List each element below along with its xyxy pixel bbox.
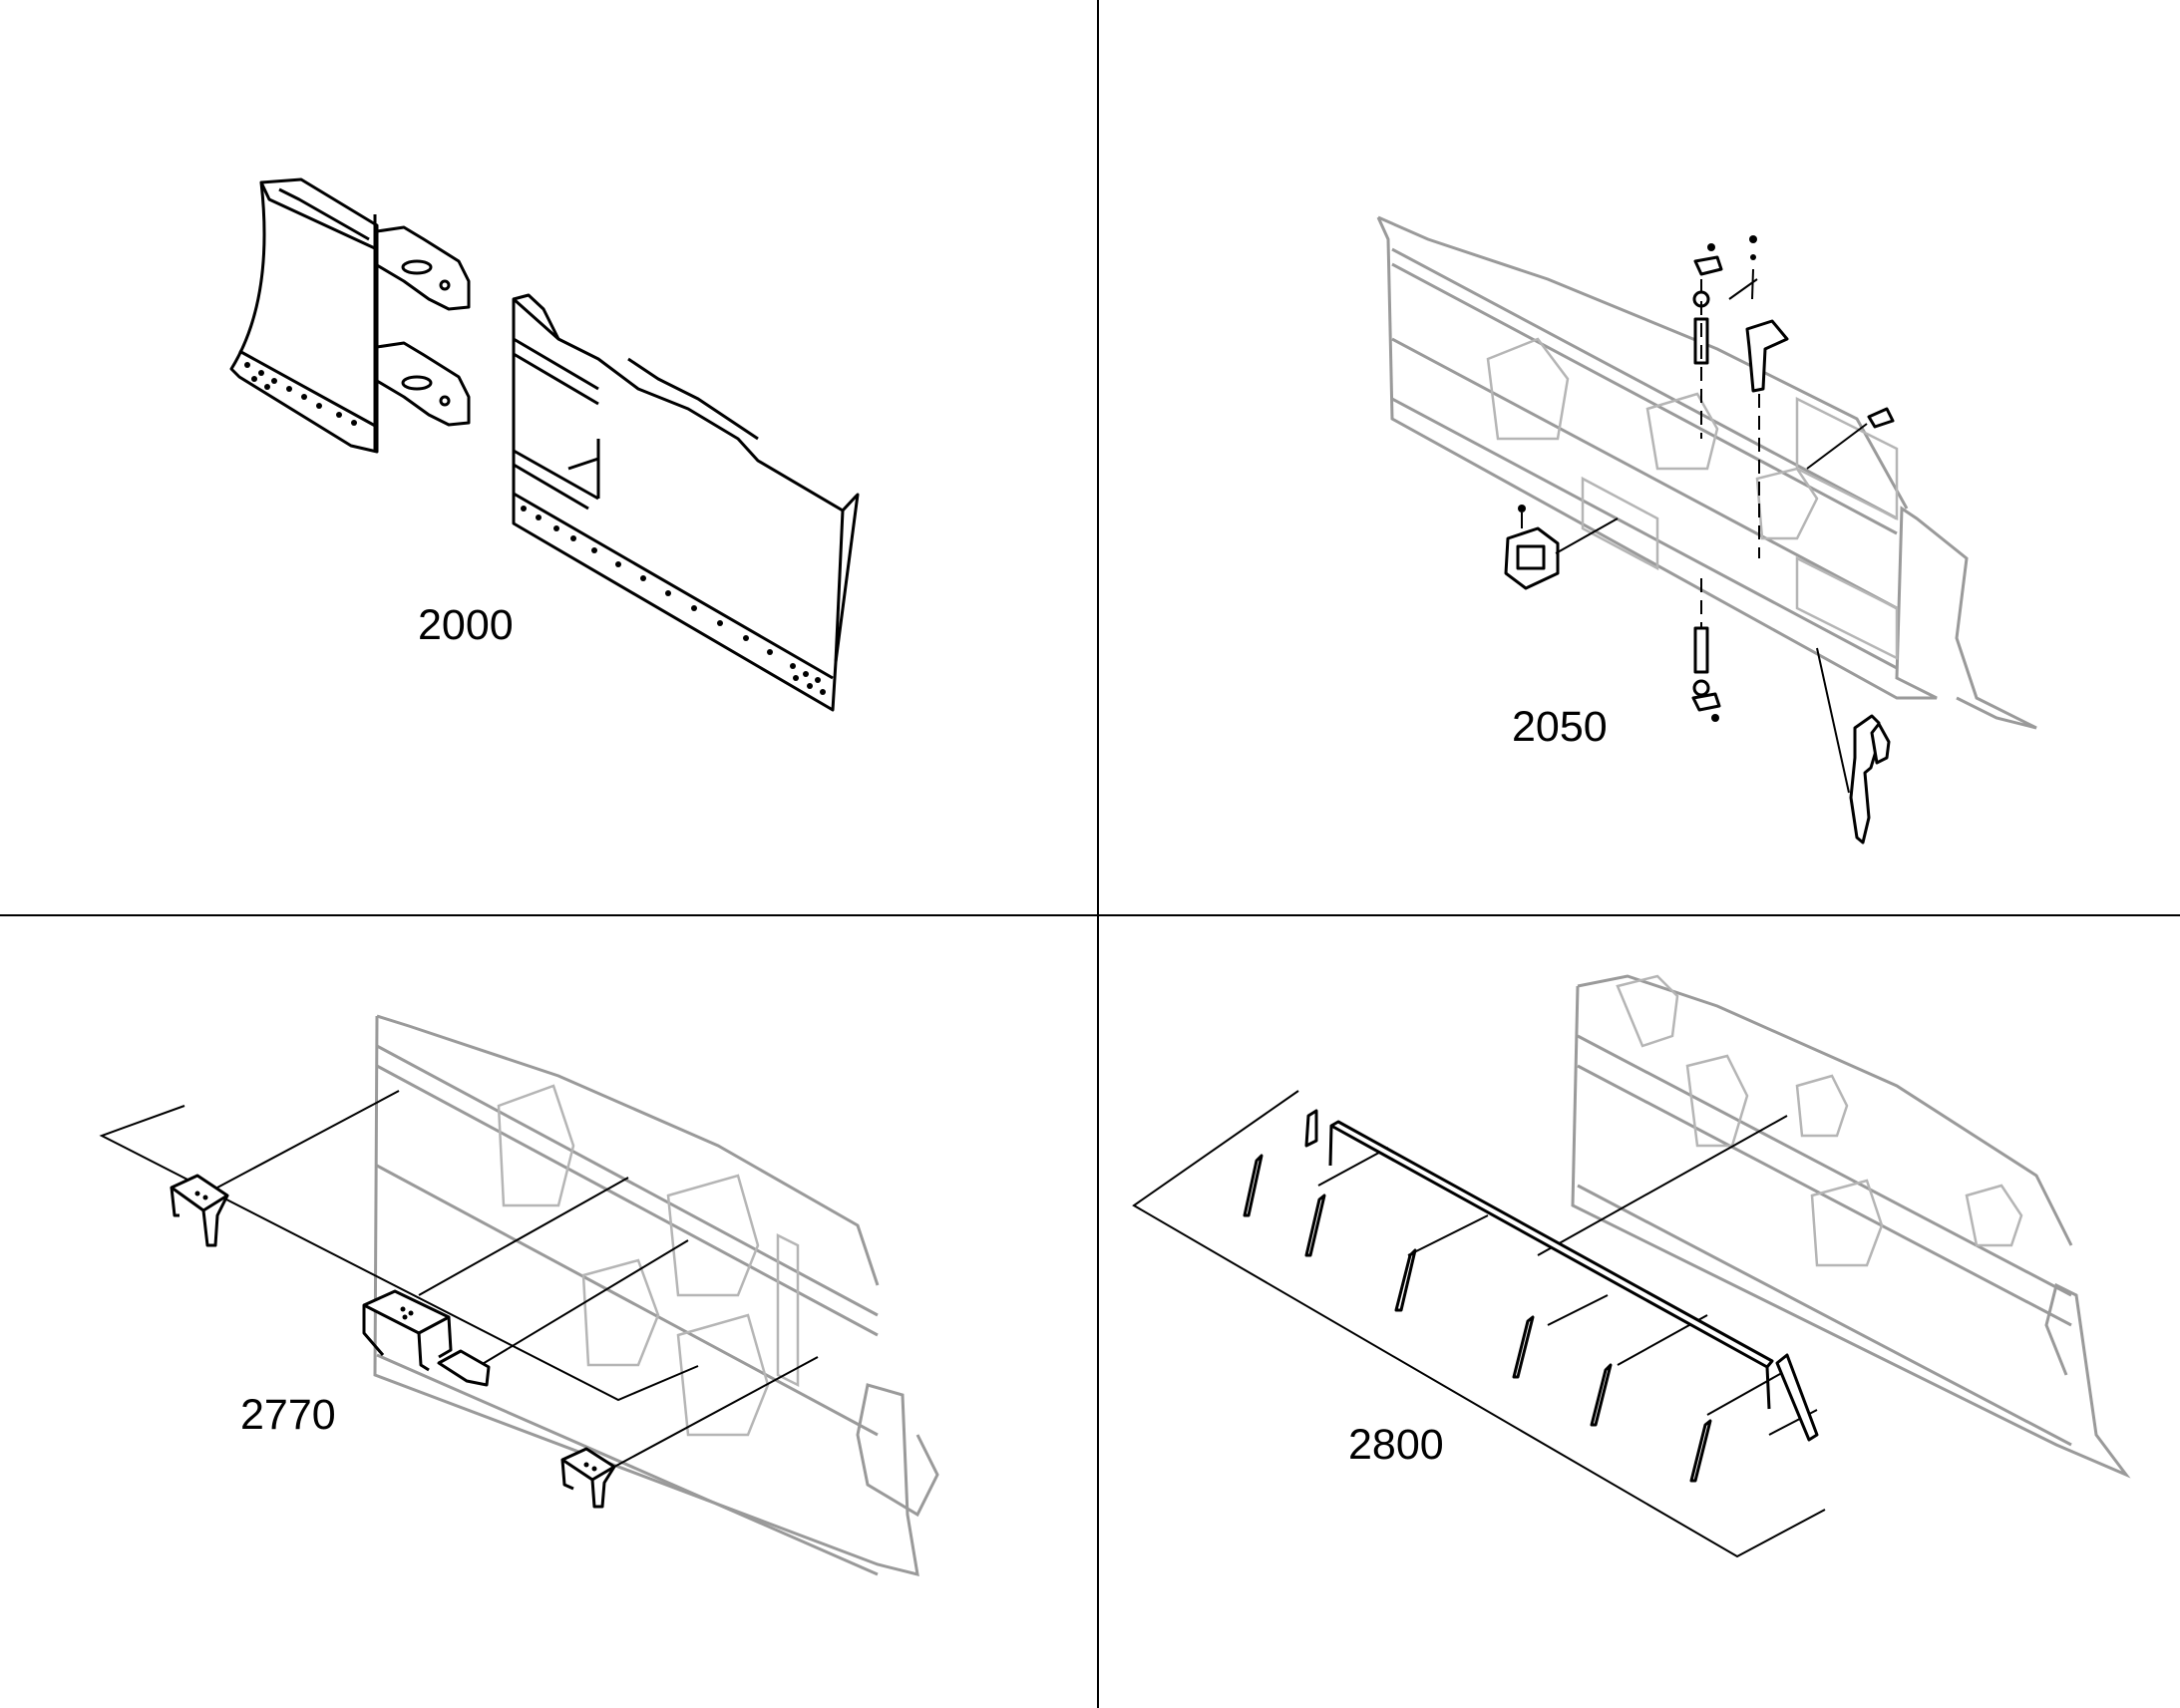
panel-2770[interactable]: 2770 xyxy=(0,916,1095,1708)
push-arm-lower xyxy=(375,341,471,427)
end-plate-left xyxy=(1304,1109,1318,1148)
cutting-edges xyxy=(1243,1154,1712,1483)
part-number-2770: 2770 xyxy=(240,1391,336,1439)
push-arm-upper xyxy=(375,225,471,311)
straight-blade-part xyxy=(512,293,860,712)
panel-2050[interactable]: 2050 xyxy=(1099,0,2180,912)
angle-blade-part xyxy=(229,177,379,454)
part-number-2000: 2000 xyxy=(418,601,514,649)
end-plate-right xyxy=(1775,1353,1819,1442)
ghost-blade xyxy=(1571,974,2131,1479)
callout-lines xyxy=(1317,1115,1818,1436)
bracket-small-lower xyxy=(560,1447,616,1509)
ghost-blade xyxy=(373,1014,939,1577)
callout-lines xyxy=(216,1090,819,1474)
bracket-large xyxy=(362,1289,453,1372)
bracket-small-upper xyxy=(170,1174,229,1247)
mounting-brackets-drawing xyxy=(99,1014,939,1577)
blade-assembly-drawing xyxy=(229,177,860,712)
wear-strip xyxy=(1329,1120,1774,1369)
horizontal-divider xyxy=(0,914,2180,916)
ghost-blade xyxy=(1376,215,2037,730)
vertical-divider xyxy=(1097,0,1099,1708)
part-number-2050: 2050 xyxy=(1512,703,1608,751)
plate-small xyxy=(437,1349,491,1387)
wear-plates-drawing xyxy=(1132,974,2131,1558)
blade-hardware-drawing xyxy=(1376,215,2037,845)
hardware-parts xyxy=(1504,235,1895,845)
part-number-2800: 2800 xyxy=(1348,1421,1444,1469)
panel-2800[interactable]: 2800 xyxy=(1099,916,2180,1708)
ground-plane xyxy=(99,1105,699,1402)
panel-2000[interactable]: 2000 xyxy=(0,0,1095,912)
ground-plane xyxy=(1132,1090,1826,1558)
